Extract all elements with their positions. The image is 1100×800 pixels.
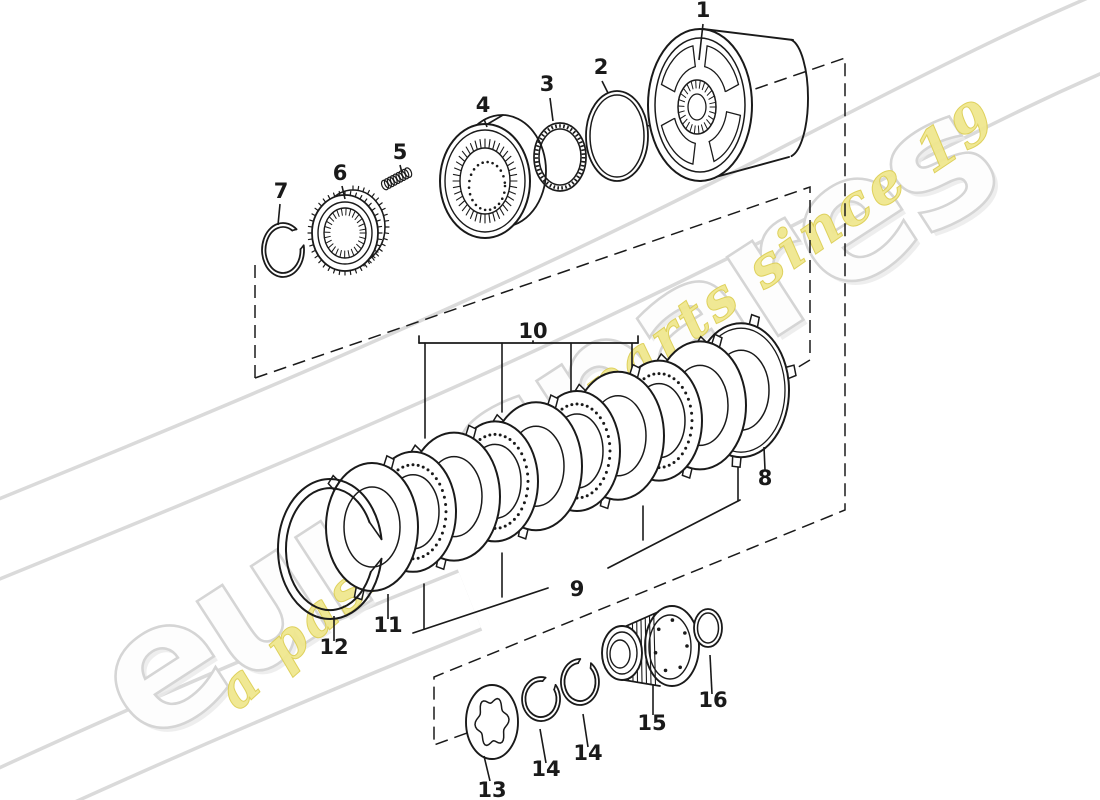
leader-line-3 xyxy=(549,97,554,122)
part-label-13: 13 xyxy=(477,778,506,800)
part-label-11: 11 xyxy=(373,613,402,637)
part-label-4: 4 xyxy=(476,93,491,117)
part-label-10: 10 xyxy=(518,319,547,343)
part-label-12: 12 xyxy=(319,635,348,659)
part-6-drawing xyxy=(307,185,390,276)
part-label-1: 1 xyxy=(696,0,711,22)
part-12-drawing xyxy=(277,478,383,620)
part-2-drawing xyxy=(585,90,649,182)
part-label-7: 7 xyxy=(274,179,289,203)
leader-line-14 xyxy=(582,713,589,748)
part-4-drawing xyxy=(439,114,547,239)
leader-line-8 xyxy=(763,446,766,471)
part-3-drawing xyxy=(533,122,587,192)
part-14a-drawing xyxy=(521,676,561,722)
leader-line-7 xyxy=(277,203,281,226)
part-16-drawing xyxy=(693,608,723,648)
part-label-9: 9 xyxy=(570,577,585,601)
leader-line-6 xyxy=(341,185,346,200)
part-label-16: 16 xyxy=(698,688,727,712)
part-label-15: 15 xyxy=(637,711,666,735)
leader-line-1 xyxy=(698,23,704,61)
leader-line-5 xyxy=(399,164,403,174)
part-7-drawing xyxy=(261,222,305,278)
leader-line-16 xyxy=(709,654,713,695)
part-14b-drawing xyxy=(560,658,600,706)
group-bracket-9: 9 xyxy=(412,466,741,634)
part-label-2: 2 xyxy=(594,55,609,79)
part-5-drawing xyxy=(380,167,413,191)
part-label-14: 14 xyxy=(531,757,560,781)
leader-line-4 xyxy=(483,118,488,128)
part-1-drawing xyxy=(647,28,809,182)
part-label-5: 5 xyxy=(393,140,408,164)
part-label-8: 8 xyxy=(758,466,773,490)
assembly-frame-dashed xyxy=(433,56,846,747)
leader-line-13 xyxy=(483,755,491,782)
part-label-6: 6 xyxy=(333,161,348,185)
part-label-14: 14 xyxy=(573,741,602,765)
part-13-drawing xyxy=(465,684,519,760)
leader-line-14 xyxy=(539,728,547,764)
part-15-drawing xyxy=(601,605,700,687)
leader-line-2 xyxy=(601,80,609,94)
part-label-3: 3 xyxy=(540,72,555,96)
group-bracket-10: 10 xyxy=(418,319,639,439)
part-drawings xyxy=(261,28,809,760)
